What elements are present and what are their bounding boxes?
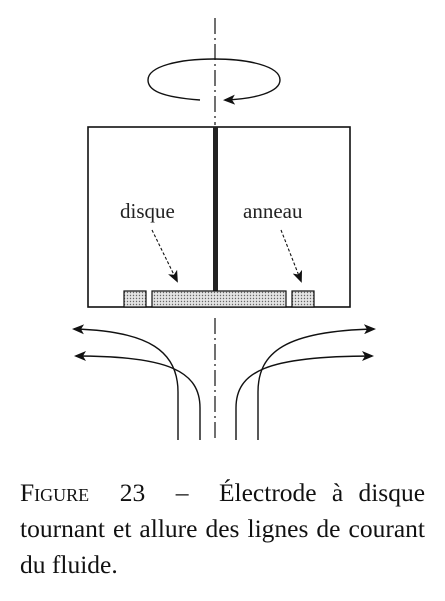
- figure-word: Figure: [20, 478, 90, 507]
- disk: [151, 290, 287, 308]
- ring-pointer-arrow: [280, 229, 303, 283]
- figure-caption: Figure 23 – Électrode à disque tournant …: [20, 475, 425, 583]
- streamline-left-outer: [72, 324, 179, 440]
- central-shaft: [213, 127, 218, 292]
- caption-text: Électrode à disque tournant et allure de…: [20, 478, 426, 579]
- rotation-arrow: [147, 58, 281, 105]
- streamline-right-outer: [257, 324, 376, 440]
- streamline-left-inner: [74, 351, 201, 440]
- disk-pointer-arrow: [151, 229, 178, 283]
- caption-dash: –: [175, 478, 189, 507]
- ring-right: [291, 290, 315, 308]
- figure-number: 23: [119, 478, 146, 507]
- streamline-right-inner: [235, 351, 374, 440]
- label-disk: disque: [120, 199, 175, 223]
- label-ring: anneau: [243, 199, 303, 223]
- electrode-diagram: disque anneau: [72, 18, 376, 440]
- ring-left: [123, 290, 147, 308]
